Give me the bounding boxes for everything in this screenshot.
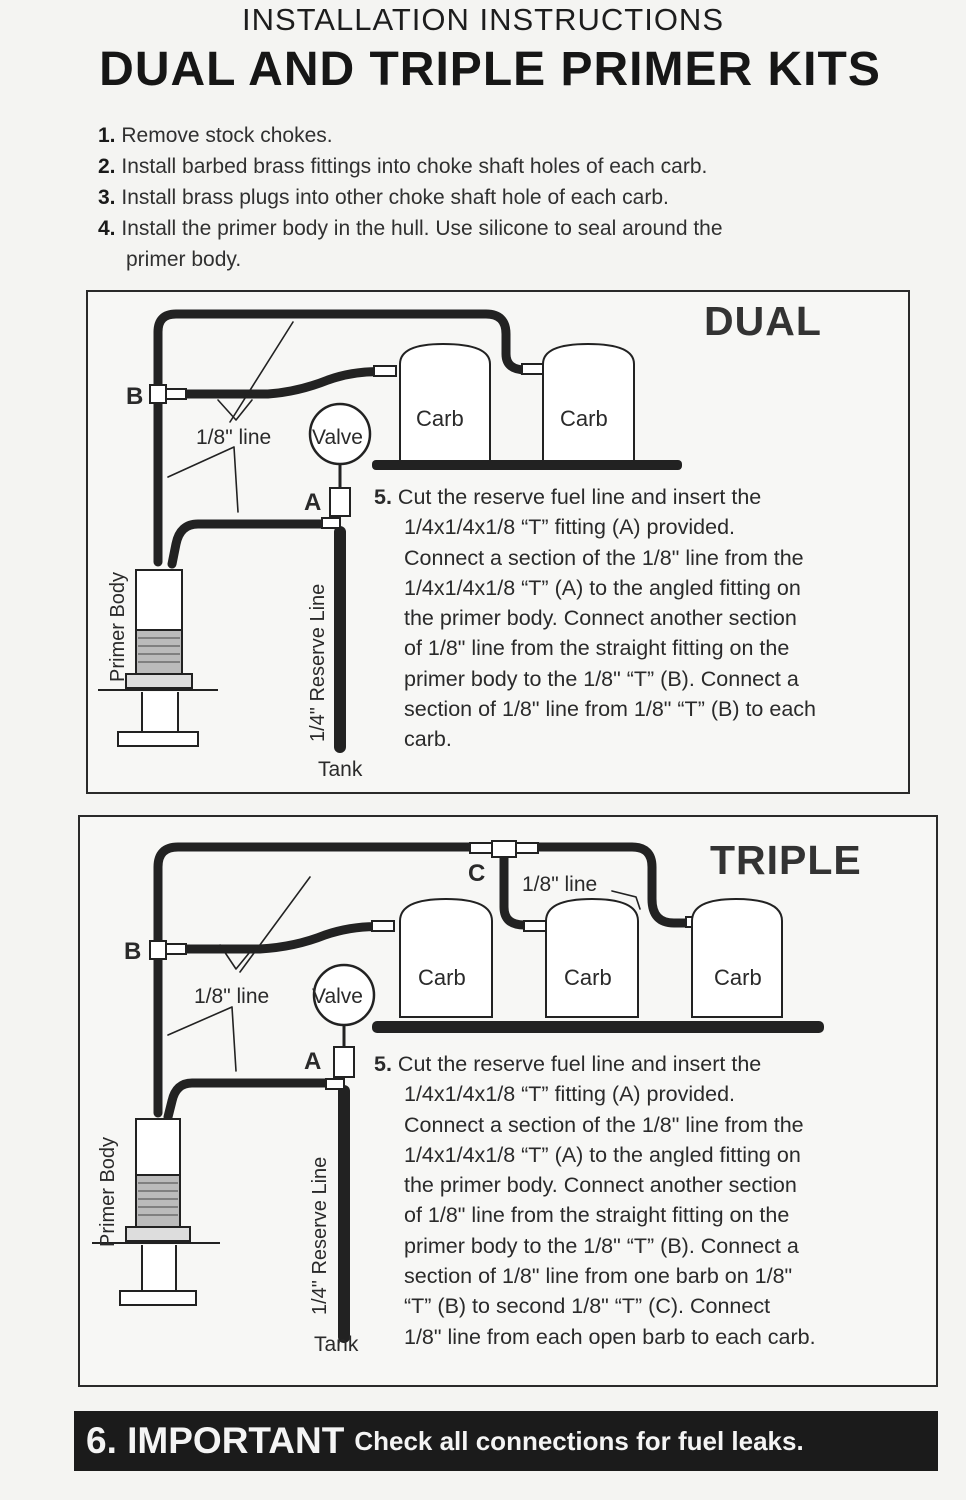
dual-step-5: 5. Cut the reserve fuel line and insert … [374, 485, 816, 752]
dual-diagram: B A 1/8" line Valve Carb Carb Tank Prime… [98, 309, 682, 781]
triple-label-c: C [468, 860, 485, 887]
important-text: Check all connections for fuel leaks. [354, 1425, 804, 1456]
dual-title: DUAL [704, 298, 822, 344]
triple-label-line-c: 1/8" line [522, 873, 597, 896]
triple-label-valve: Valve [312, 985, 363, 1008]
steps-list: 1. Remove stock chokes. 2. Install barbe… [98, 120, 723, 275]
triple-step-5: 5. Cut the reserve fuel line and insert … [374, 1052, 816, 1349]
triple-diagram: B A C 1/8" line 1/8" line Valve Carb Car… [92, 840, 824, 1356]
dual-label-primer: Primer Body [107, 572, 129, 682]
triple-label-carb-2: Carb [564, 965, 612, 990]
step-1: 1. Remove stock chokes. [98, 124, 333, 147]
triple-label-primer: Primer Body [97, 1137, 119, 1247]
triple-label-carb-3: Carb [714, 965, 762, 990]
dual-diagram-panel: DUAL [86, 290, 910, 794]
triple-label-line: 1/8" line [194, 985, 269, 1008]
dual-label-tank: Tank [318, 758, 363, 781]
step-4: 4. Install the primer body in the hull. … [98, 217, 723, 271]
step-2: 2. Install barbed brass fittings into ch… [98, 155, 708, 178]
triple-label-reserve: 1/4" Reserve Line [309, 1157, 331, 1315]
dual-label-carb-1: Carb [416, 406, 464, 431]
triple-label-carb-1: Carb [418, 965, 466, 990]
dual-label-b: B [126, 383, 143, 410]
dual-label-carb-2: Carb [560, 406, 608, 431]
dual-label-valve: Valve [312, 426, 363, 449]
triple-title: TRIPLE [710, 837, 862, 883]
step-3: 3. Install brass plugs into other choke … [98, 186, 669, 209]
triple-label-b: B [124, 938, 141, 965]
triple-label-tank: Tank [314, 1333, 359, 1356]
important-banner: 6. IMPORTANT Check all connections for f… [74, 1411, 938, 1471]
dual-label-line: 1/8" line [196, 426, 271, 449]
dual-label-a: A [304, 489, 321, 516]
page-title: DUAL AND TRIPLE PRIMER KITS [99, 43, 881, 96]
important-heading: 6. IMPORTANT [86, 1420, 345, 1461]
triple-label-a: A [304, 1048, 321, 1075]
triple-diagram-panel: TRIPLE [78, 815, 938, 1387]
dual-label-reserve: 1/4" Reserve Line [307, 584, 329, 742]
subtitle: INSTALLATION INSTRUCTIONS [241, 2, 724, 37]
